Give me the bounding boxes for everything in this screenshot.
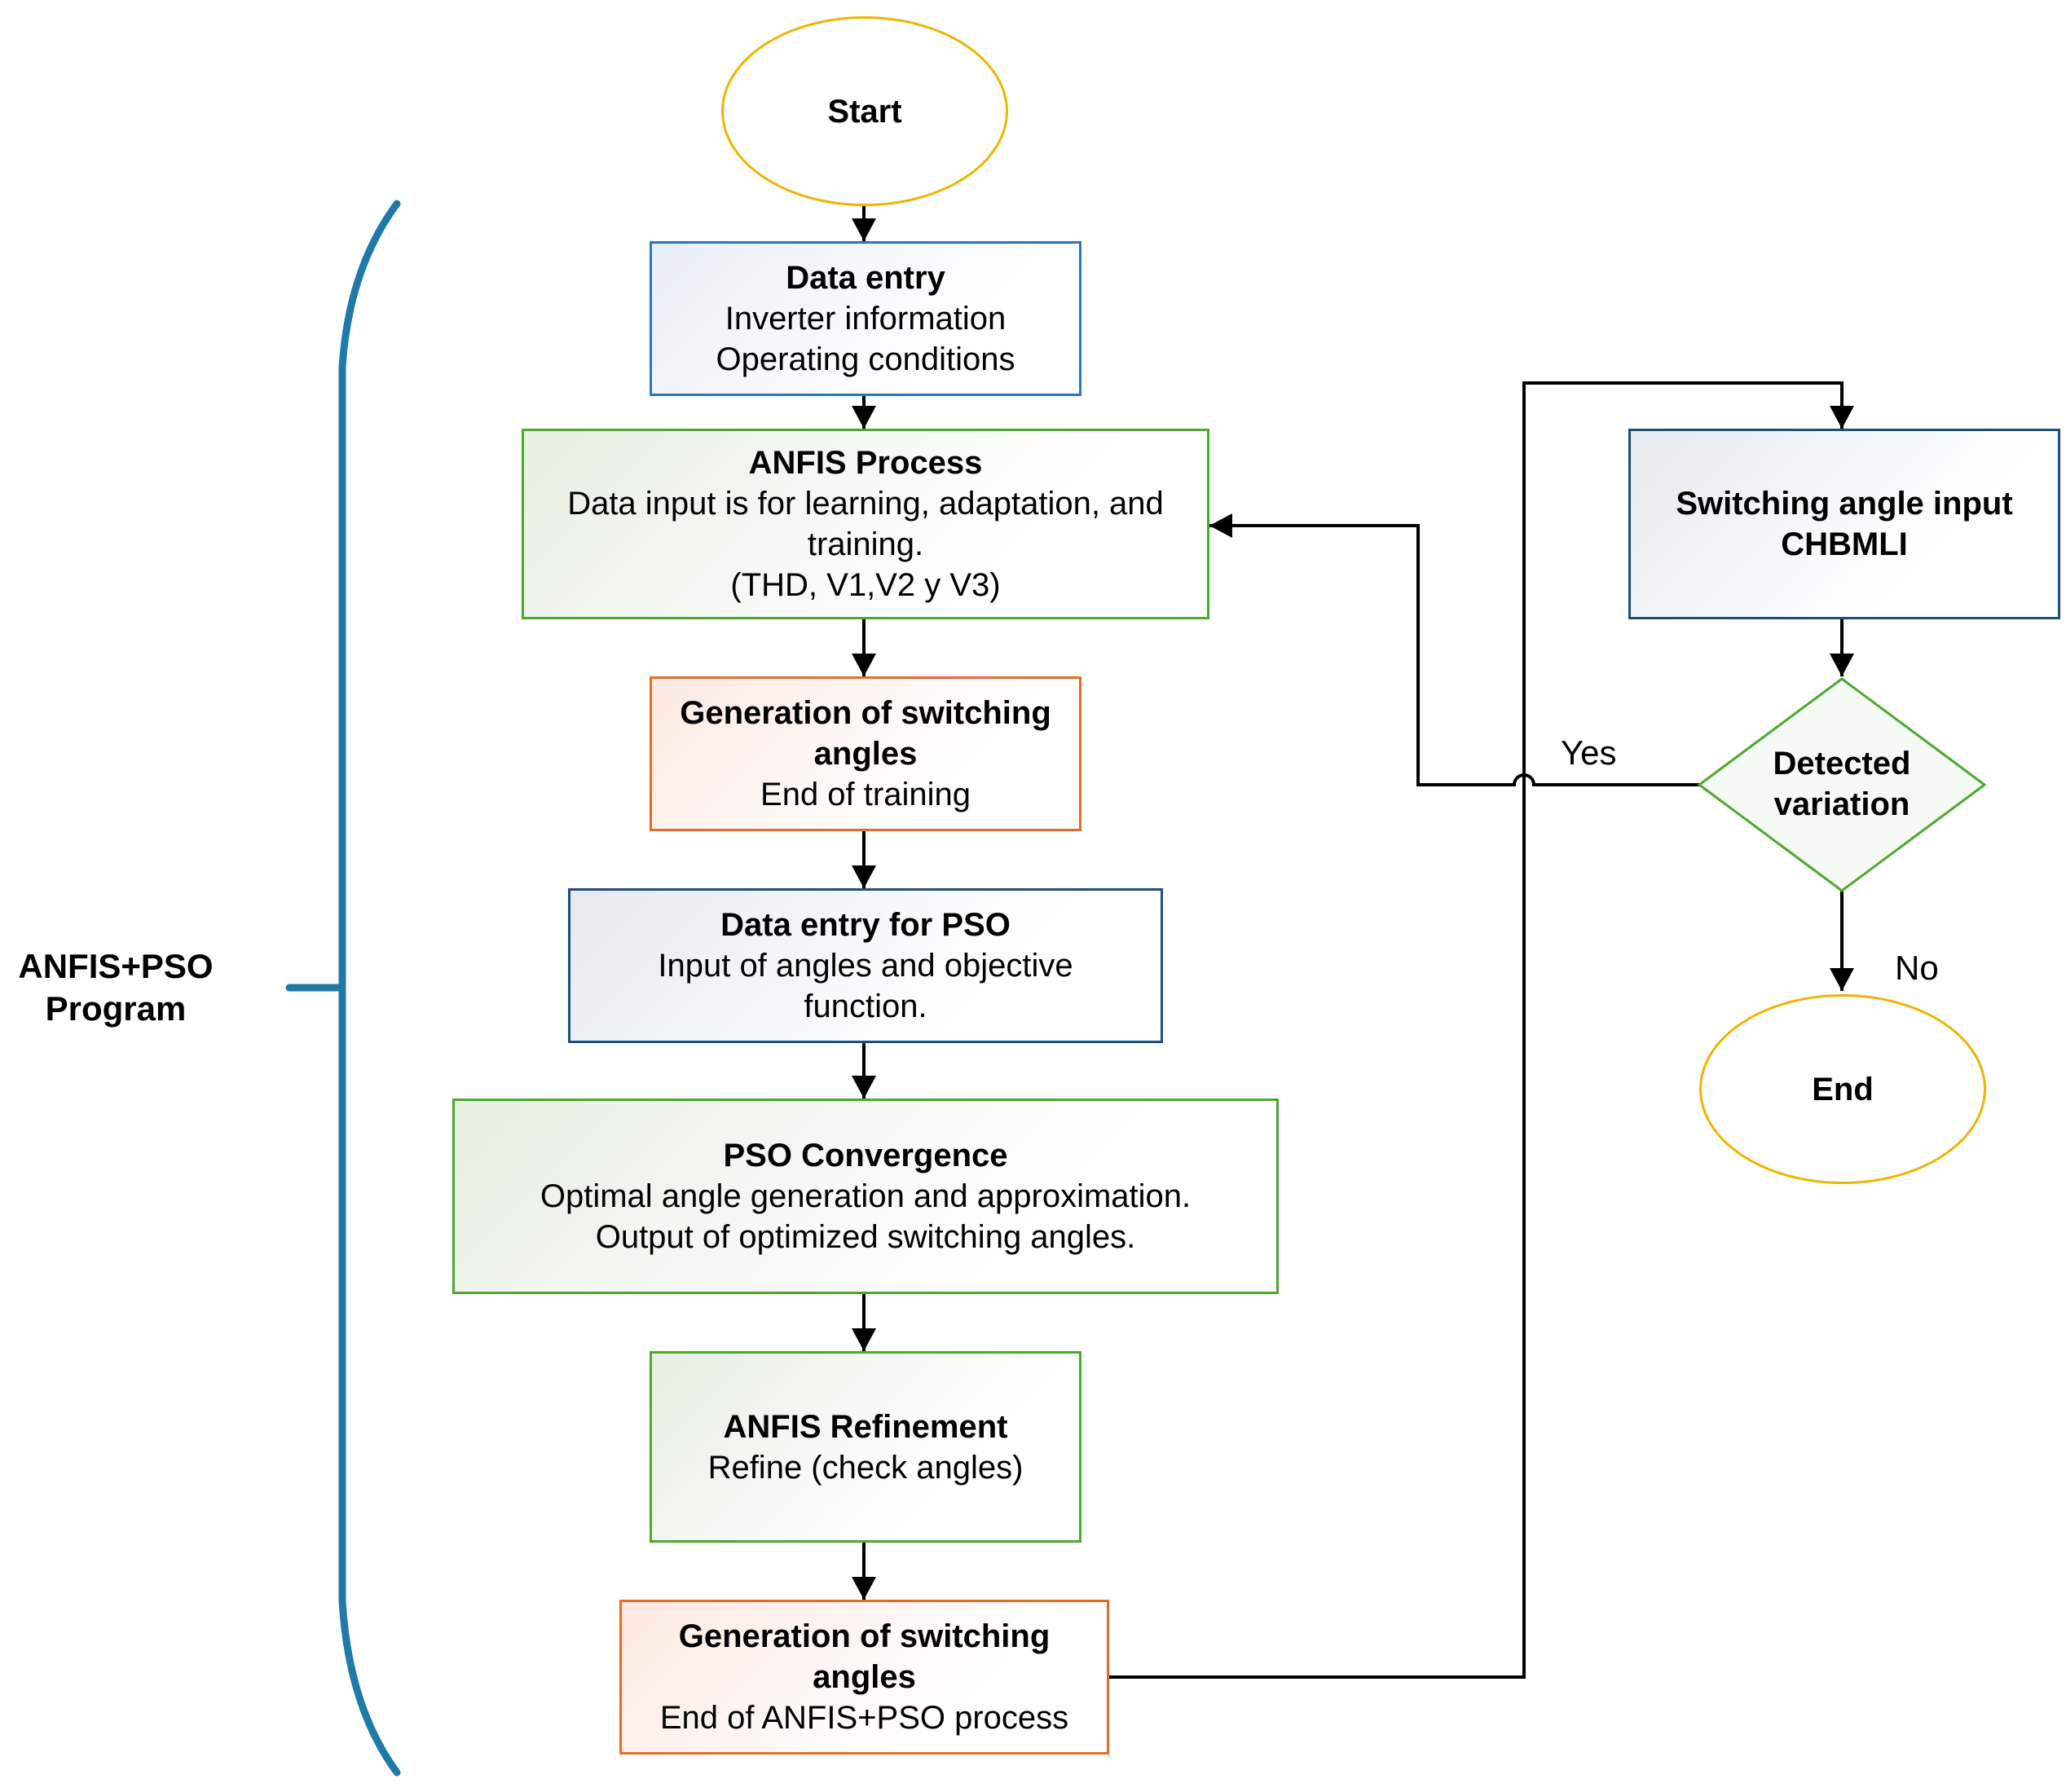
data-entry-title: Data entry: [786, 260, 945, 296]
switching-input-title2: CHBMLI: [1781, 526, 1908, 562]
anfis-process-title: ANFIS Process: [748, 445, 983, 481]
program-label: ANFIS+PSO Program: [7, 945, 225, 1030]
data-entry-pso-title: Data entry for PSO: [720, 907, 1011, 943]
pso-convergence-title: PSO Convergence: [723, 1138, 1008, 1173]
end-terminal: End: [1699, 994, 1986, 1184]
arrow-decision-yes-to-anfis: [1209, 513, 1699, 786]
brace: [285, 200, 401, 1777]
data-entry-pso-line1: Input of angles and objective: [658, 948, 1073, 984]
pso-convergence-line2: Output of optimized switching angles.: [595, 1219, 1136, 1255]
data-entry-pso-line2: function.: [804, 988, 927, 1024]
program-label-line1: ANFIS+PSO: [18, 947, 214, 985]
anfis-refinement-title: ANFIS Refinement: [723, 1408, 1008, 1445]
anfis-refinement-line1: Refine (check angles): [707, 1449, 1024, 1486]
start-terminal: Start: [721, 16, 1008, 206]
arrow-gen2-to-switching-input: [1109, 381, 1854, 1679]
decision-diamond: [1697, 677, 1987, 892]
switching-input-box: Switching angle input CHBMLI: [1628, 429, 2060, 619]
data-entry-line1: Inverter information: [725, 301, 1007, 337]
gen-angles-1-title1: Generation of switching: [680, 695, 1051, 731]
data-entry-pso-box: Data entry for PSO Input of angles and o…: [568, 888, 1163, 1043]
end-label: End: [1812, 1071, 1874, 1107]
decision-line1: Detected: [1773, 746, 1911, 782]
data-entry-box: Data entry Inverter information Operatin…: [650, 241, 1081, 396]
gen-angles-1-box: Generation of switching angles End of tr…: [650, 676, 1081, 831]
start-label: Start: [827, 93, 902, 130]
data-entry-line2: Operating conditions: [716, 341, 1015, 377]
anfis-process-line1: Data input is for learning, adaptation, …: [567, 486, 1164, 522]
gen-angles-1-title2: angles: [813, 736, 918, 772]
gen-angles-2-line1: End of ANFIS+PSO process: [659, 1700, 1069, 1736]
yes-label: Yes: [1561, 733, 1617, 772]
pso-convergence-line1: Optimal angle generation and approximati…: [540, 1178, 1192, 1214]
pso-convergence-box: PSO Convergence Optimal angle generation…: [452, 1099, 1279, 1294]
gen-angles-2-title1: Generation of switching: [678, 1618, 1051, 1654]
gen-angles-1-line1: End of training: [760, 777, 971, 812]
gen-angles-2-box: Generation of switching angles End of AN…: [619, 1600, 1109, 1755]
switching-input-title1: Switching angle input: [1676, 486, 2013, 522]
decision-line2: variation: [1773, 786, 1910, 822]
gen-angles-2-title2: angles: [813, 1659, 916, 1695]
anfis-process-line2: training.: [807, 526, 924, 562]
decision-label: Detected variation: [1728, 743, 1956, 825]
no-label: No: [1895, 949, 1939, 987]
anfis-process-box: ANFIS Process Data input is for learning…: [522, 429, 1209, 619]
program-label-line2: Program: [45, 989, 187, 1028]
anfis-refinement-box: ANFIS Refinement Refine (check angles): [650, 1351, 1081, 1543]
anfis-process-line3: (THD, V1,V2 y V3): [730, 567, 1001, 603]
